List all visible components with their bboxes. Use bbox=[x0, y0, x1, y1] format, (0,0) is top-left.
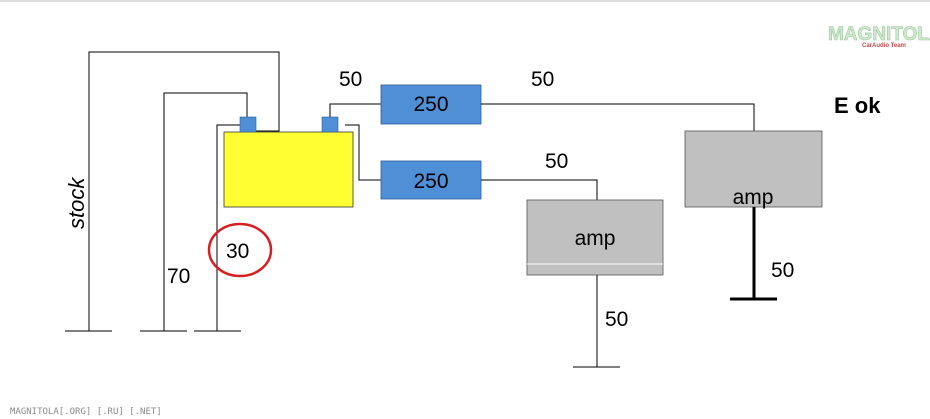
svg-text:MAGNITOLA: MAGNITOLA bbox=[828, 24, 930, 45]
fuse-bottom bbox=[380, 160, 482, 200]
gauge-50-top-left-label: 50 bbox=[339, 68, 362, 91]
gauge-50-amp-right-ground-label: 50 bbox=[771, 259, 794, 282]
gauge-50-amp-left-ground-label: 50 bbox=[605, 308, 628, 331]
battery-terminal-negative bbox=[239, 116, 257, 133]
wire-30 bbox=[216, 124, 240, 331]
fuse-bottom-label: 250 bbox=[413, 170, 448, 193]
battery bbox=[223, 131, 354, 208]
gauge-30-label: 30 bbox=[226, 240, 249, 263]
svg-text:CarAudio Team: CarAudio Team bbox=[862, 43, 906, 49]
amp-right bbox=[684, 130, 823, 208]
amp-right-label: amp bbox=[733, 186, 774, 209]
wire-70 bbox=[163, 92, 248, 297]
gauge-50-mid-label: 50 bbox=[545, 150, 568, 173]
battery-terminal-positive bbox=[321, 116, 339, 133]
e-ok-label: E ok bbox=[834, 93, 881, 118]
wire-fuse-bottom-to-amp-left bbox=[481, 179, 598, 200]
stock-label: stock bbox=[64, 177, 89, 229]
amp-left bbox=[526, 199, 664, 276]
wire-positive-to-fuse-top bbox=[329, 103, 381, 117]
magnitola-logo: MAGNITOLA CarAudio Team bbox=[828, 24, 930, 49]
wire-positive-to-fuse-bottom bbox=[345, 124, 381, 181]
amp-left-label: amp bbox=[575, 227, 616, 250]
stock-wire bbox=[88, 51, 280, 297]
gauge-70-label: 70 bbox=[167, 265, 190, 288]
wire-fuse-top-to-amp-right bbox=[481, 103, 755, 131]
fuse-top-label: 250 bbox=[413, 93, 448, 116]
highlight-circle bbox=[207, 222, 273, 278]
gauge-50-top-right-label: 50 bbox=[531, 68, 554, 91]
footer-text: MAGNITOLA[.ORG] [.RU] [.NET] bbox=[10, 407, 162, 417]
